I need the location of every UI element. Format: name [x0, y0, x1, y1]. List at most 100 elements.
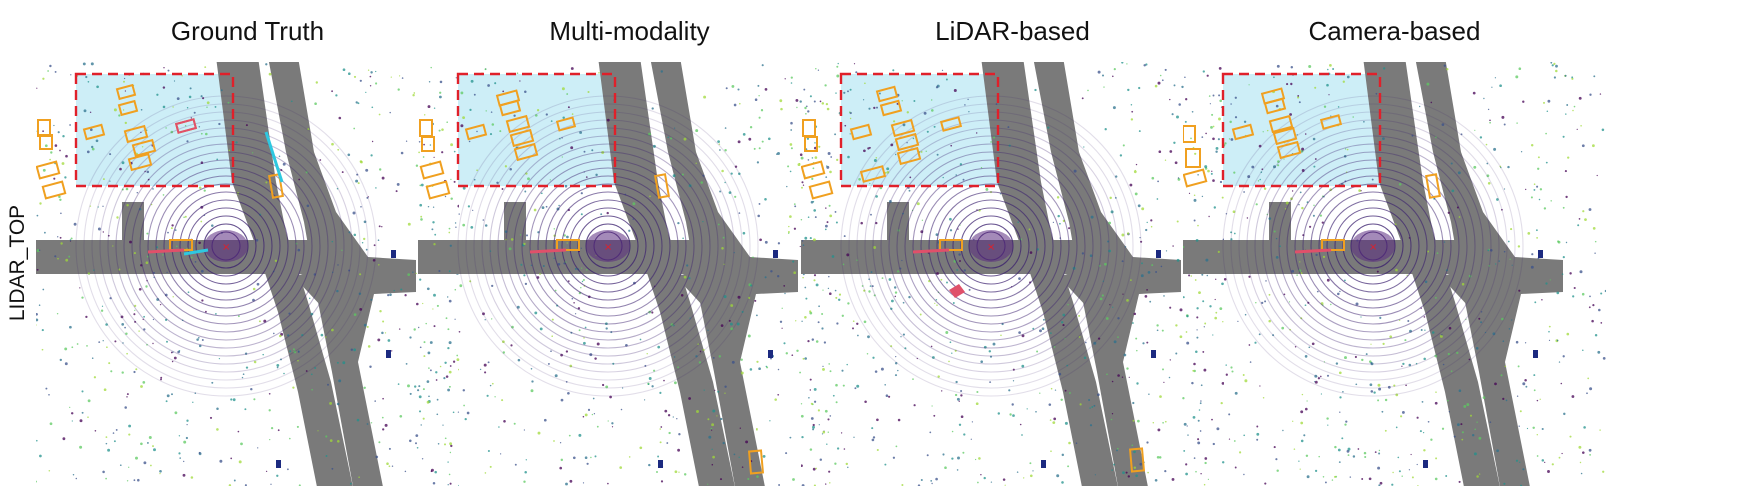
row-label: LIDAR_TOP	[0, 40, 36, 486]
ego-core	[204, 230, 248, 262]
highlight-region	[1223, 74, 1380, 186]
detection-box	[1128, 447, 1146, 473]
detection-box	[896, 146, 922, 166]
detection-box	[1272, 126, 1298, 146]
point-cloud	[801, 62, 1224, 486]
highlight-border	[74, 72, 235, 188]
detection-box	[849, 123, 873, 141]
bev-canvas: ×	[418, 62, 841, 486]
motion-arrow	[183, 248, 209, 256]
pedestrian-marker	[949, 284, 965, 298]
detection-box	[419, 160, 445, 180]
ego-marker: ×	[222, 242, 230, 253]
detection-box	[1268, 114, 1294, 134]
panel-cam: Camera-based ×	[1183, 0, 1606, 486]
detection-box	[890, 118, 916, 138]
bev-canvas: ×	[36, 62, 459, 486]
scan-rings	[840, 95, 1142, 397]
panel-lidar: LiDAR-based ×	[801, 0, 1224, 486]
dark-object-marker	[386, 350, 391, 358]
detection-box	[654, 173, 670, 199]
detection-box	[555, 116, 577, 132]
detection-box	[115, 83, 137, 101]
detection-box	[1185, 148, 1201, 168]
dark-object-marker	[1156, 250, 1161, 258]
bev-view: ×	[801, 62, 1224, 486]
panel-title: Multi-modality	[549, 16, 710, 46]
bev-view: ×	[36, 62, 459, 486]
highlight-border	[1221, 72, 1382, 188]
dark-object-marker	[658, 460, 663, 468]
detection-box	[464, 123, 488, 141]
detection-box	[879, 99, 903, 117]
pedestrian-track	[529, 248, 567, 254]
scan-rings	[457, 95, 759, 397]
detection-box	[1276, 140, 1302, 160]
detection-box	[894, 132, 920, 152]
dark-object-marker	[1151, 350, 1156, 358]
dark-object-marker	[1538, 250, 1543, 258]
road-stub	[122, 202, 144, 242]
detection-boxes	[1183, 87, 1441, 251]
detection-box	[36, 160, 61, 180]
detection-box	[1183, 125, 1196, 143]
detection-box	[421, 136, 435, 152]
object-markers	[1294, 248, 1543, 468]
detection-box	[268, 173, 284, 199]
bev-canvas: ×	[1183, 62, 1606, 486]
ego-core	[969, 230, 1013, 262]
detection-boxes	[801, 85, 1146, 473]
scan-rings	[75, 95, 377, 397]
object-markers	[912, 248, 1161, 468]
highlight-region	[458, 74, 615, 186]
bev-view: ×	[1183, 62, 1606, 486]
pedestrian-box	[174, 118, 198, 134]
bev-view: ×	[418, 62, 841, 486]
detection-box	[127, 152, 153, 172]
motion-arrow	[264, 131, 284, 183]
road-junction	[294, 262, 376, 322]
detection-box	[875, 85, 899, 103]
dark-object-marker	[773, 250, 778, 258]
detection-box	[117, 99, 139, 117]
detection-box	[1319, 114, 1343, 130]
row-label-text: LIDAR_TOP	[6, 204, 30, 322]
detection-box	[131, 138, 157, 158]
panel-mm: Multi-modality ×	[418, 0, 841, 486]
bev-canvas: ×	[801, 62, 1224, 486]
dark-object-marker	[1041, 460, 1046, 468]
pedestrian-track	[147, 248, 185, 254]
pedestrian-track	[912, 248, 950, 254]
detection-box	[513, 142, 539, 162]
road-layer	[36, 62, 416, 486]
detection-box	[509, 128, 535, 148]
detection-box	[556, 239, 580, 251]
detection-box	[804, 136, 818, 152]
panel-title: LiDAR-based	[935, 16, 1090, 46]
detection-box	[39, 134, 53, 150]
road-stub	[504, 202, 526, 242]
road-stub	[887, 202, 909, 242]
detection-box	[41, 180, 67, 200]
detection-box	[1321, 239, 1345, 251]
detection-box	[801, 160, 826, 180]
detection-box	[1231, 123, 1255, 141]
dark-object-marker	[1533, 350, 1538, 358]
detection-box	[1183, 168, 1208, 188]
highlight-region	[841, 74, 998, 186]
dark-object-marker	[1423, 460, 1428, 468]
detection-box	[419, 119, 433, 137]
road-layer	[418, 62, 798, 486]
detection-box	[939, 239, 963, 251]
panel-title: Camera-based	[1308, 16, 1481, 46]
detection-box	[505, 114, 531, 134]
detection-box	[82, 123, 106, 141]
detection-box	[37, 119, 51, 137]
panel-gt: Ground Truth×	[36, 0, 459, 486]
detection-box	[802, 119, 816, 137]
ego-marker: ×	[987, 242, 995, 253]
dark-object-marker	[768, 350, 773, 358]
point-cloud	[1183, 62, 1606, 486]
detection-box	[425, 180, 451, 200]
detection-box	[1425, 173, 1441, 199]
